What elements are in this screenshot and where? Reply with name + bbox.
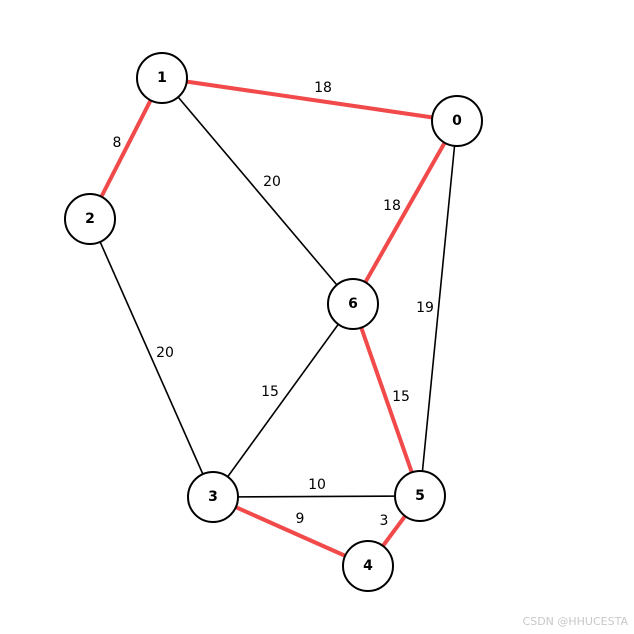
node-3: 3 xyxy=(187,471,239,523)
edge-weight-6-5: 15 xyxy=(392,389,410,405)
node-1: 1 xyxy=(136,52,188,104)
node-label-3: 3 xyxy=(208,489,218,505)
nodes-layer: 0 1 2 3 4 5 6 xyxy=(64,52,483,592)
edge-1-6 xyxy=(161,77,354,305)
node-circle-1 xyxy=(136,52,188,104)
edge-6-5 xyxy=(351,302,422,498)
edge-weight-1-6: 20 xyxy=(263,174,281,190)
edge-weight-2-3: 20 xyxy=(156,345,174,361)
edge-2-3 xyxy=(89,218,214,498)
node-2: 2 xyxy=(64,193,116,245)
edge-weights-layer: 18 8 20 18 19 20 15 15 10 9 3 xyxy=(113,80,434,529)
edge-weight-1-0: 18 xyxy=(314,80,332,96)
node-circle-4 xyxy=(342,540,394,592)
edge-0-5 xyxy=(419,120,458,497)
node-circle-6 xyxy=(327,278,379,330)
edge-weight-3-4: 9 xyxy=(296,511,305,527)
edge-1-2 xyxy=(88,76,164,221)
edge-weight-0-6: 18 xyxy=(383,198,401,214)
edge-weight-0-5: 19 xyxy=(416,300,434,316)
watermark: CSDN @HHUCESTA xyxy=(522,615,628,628)
edge-3-4 xyxy=(211,495,370,568)
node-label-4: 4 xyxy=(363,558,373,574)
node-5: 5 xyxy=(394,470,446,522)
node-label-2: 2 xyxy=(85,211,95,227)
edge-weight-3-5: 10 xyxy=(308,477,326,493)
node-4: 4 xyxy=(342,540,394,592)
node-label-6: 6 xyxy=(348,296,358,312)
node-circle-0 xyxy=(431,95,483,147)
node-label-1: 1 xyxy=(157,70,167,86)
edge-0-6 xyxy=(351,119,459,306)
node-circle-5 xyxy=(394,470,446,522)
node-circle-2 xyxy=(64,193,116,245)
node-0: 0 xyxy=(431,95,483,147)
node-circle-3 xyxy=(187,471,239,523)
edge-weight-1-2: 8 xyxy=(113,135,122,151)
edge-weight-6-3: 15 xyxy=(261,384,279,400)
edge-3-5 xyxy=(212,495,421,498)
node-label-0: 0 xyxy=(452,113,462,129)
node-6: 6 xyxy=(327,278,379,330)
edge-6-3 xyxy=(212,303,354,498)
edge-weight-4-5: 3 xyxy=(380,513,389,529)
node-label-5: 5 xyxy=(415,488,425,504)
edge-1-0 xyxy=(160,76,459,123)
